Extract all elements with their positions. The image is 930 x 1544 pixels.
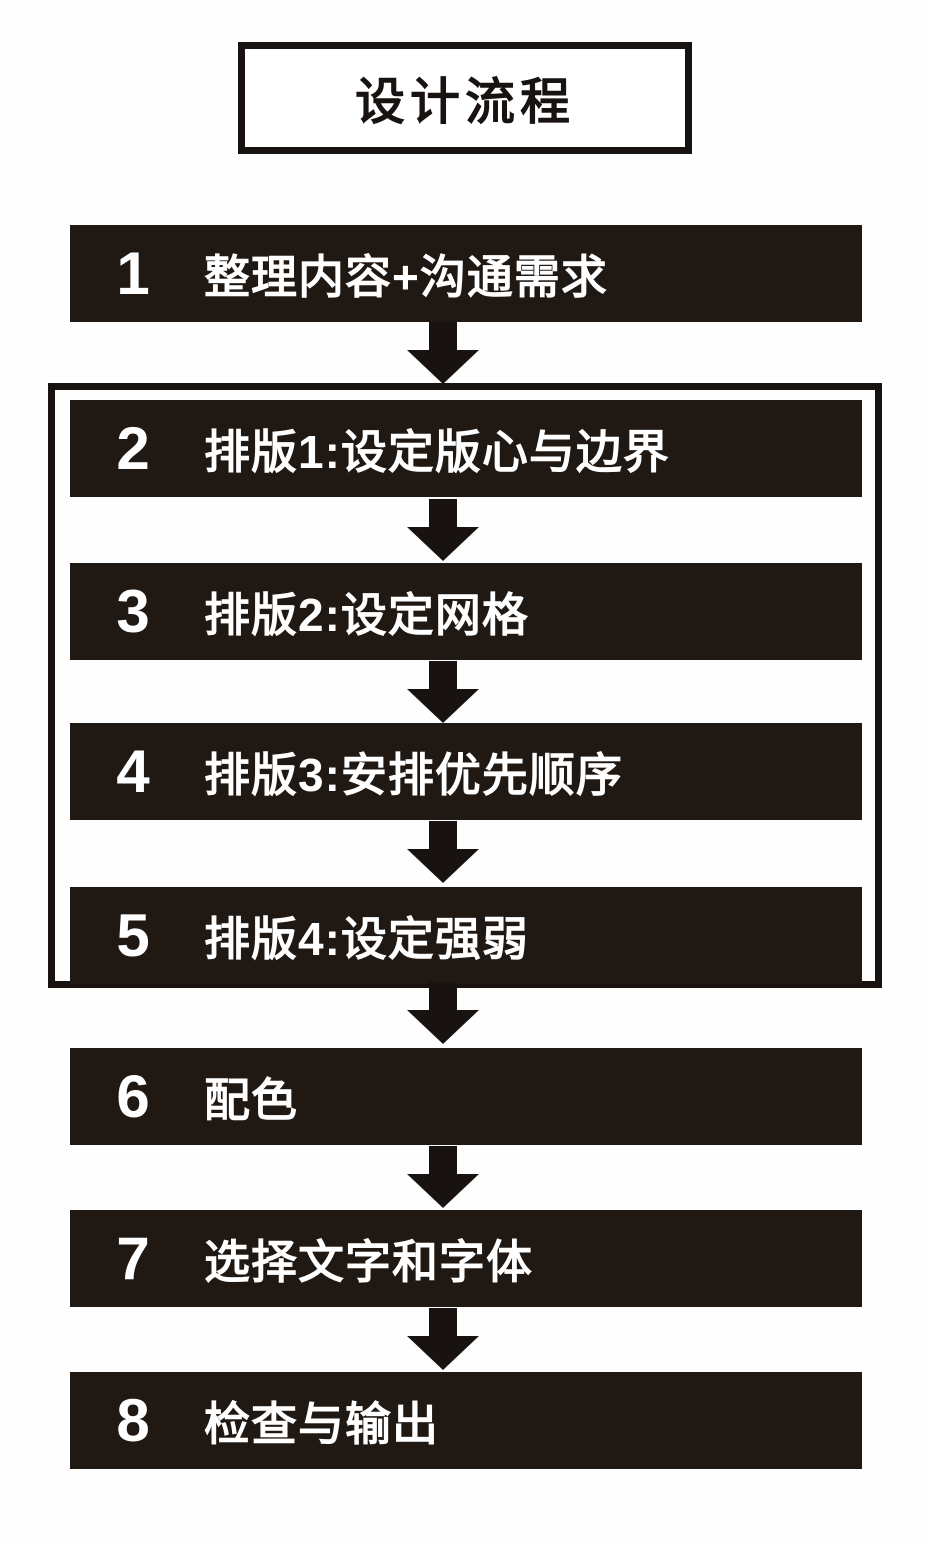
arrow-stem	[429, 821, 457, 849]
step-4-label: 排版3:安排优先顺序	[204, 748, 623, 801]
arrow-down-icon	[407, 982, 479, 1044]
step-6-bar: 6 配色	[70, 1048, 862, 1145]
arrow-down-icon	[407, 322, 479, 384]
layout-steps-group-frame: 2 排版1:设定版心与边界 3 排版2:设定网格 4 排版3:安排优先顺序	[48, 383, 882, 988]
step-7-label: 选择文字和字体	[204, 1235, 533, 1288]
step-3-number: 3	[116, 577, 150, 645]
step-8-bar: 8 检查与输出	[70, 1372, 862, 1469]
step-8-label: 检查与输出	[204, 1397, 439, 1450]
step-5-label: 排版4:设定强弱	[204, 912, 529, 965]
arrow-head	[407, 350, 479, 384]
step-7-number: 7	[116, 1224, 150, 1292]
flowchart-title: 设计流程	[355, 74, 575, 130]
arrow-stem	[429, 982, 457, 1010]
arrow-stem	[429, 661, 457, 689]
arrow-head	[407, 1010, 479, 1044]
arrow-down-icon	[407, 1308, 479, 1370]
step-2-number: 2	[116, 414, 150, 482]
arrow-down-icon	[407, 1146, 479, 1208]
arrow-stem	[429, 322, 457, 350]
arrow-down-icon	[407, 821, 479, 883]
step-2-label: 排版1:设定版心与边界	[204, 425, 670, 478]
step-6-number: 6	[116, 1062, 150, 1130]
step-1-number: 1	[116, 239, 150, 307]
arrow-head	[407, 849, 479, 883]
arrow-head	[407, 527, 479, 561]
step-1-bar: 1 整理内容+沟通需求	[70, 225, 862, 322]
flowchart-title-box: 设计流程	[238, 42, 692, 154]
arrow-stem	[429, 1308, 457, 1336]
step-2-bar: 2 排版1:设定版心与边界	[70, 400, 862, 497]
arrow-down-icon	[407, 661, 479, 723]
step-3-bar: 3 排版2:设定网格	[70, 563, 862, 660]
arrow-stem	[429, 499, 457, 527]
arrow-head	[407, 1336, 479, 1370]
step-5-bar: 5 排版4:设定强弱	[70, 887, 862, 984]
step-4-bar: 4 排版3:安排优先顺序	[70, 723, 862, 820]
arrow-stem	[429, 1146, 457, 1174]
step-6-label: 配色	[204, 1073, 298, 1126]
step-4-number: 4	[116, 737, 150, 805]
arrow-head	[407, 689, 479, 723]
step-1-label: 整理内容+沟通需求	[204, 250, 608, 303]
arrow-head	[407, 1174, 479, 1208]
step-8-number: 8	[116, 1386, 150, 1454]
step-5-number: 5	[116, 901, 150, 969]
arrow-down-icon	[407, 499, 479, 561]
step-7-bar: 7 选择文字和字体	[70, 1210, 862, 1307]
step-3-label: 排版2:设定网格	[204, 588, 529, 641]
